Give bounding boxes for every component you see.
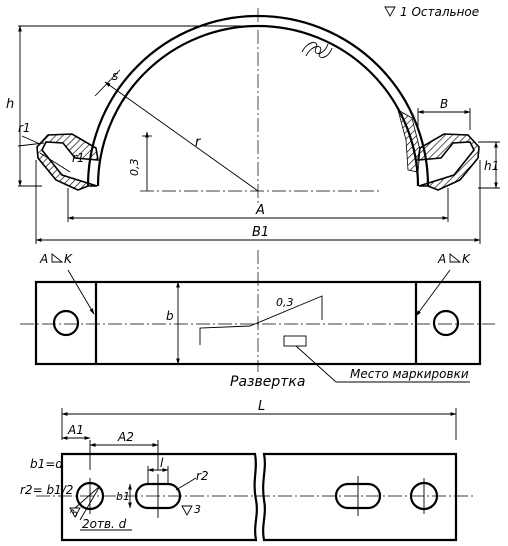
dim-b-label: b xyxy=(166,309,174,323)
dim-L-label: L xyxy=(258,399,265,414)
svg-text:A: A xyxy=(437,252,446,266)
section-marker-left: A K xyxy=(39,252,95,315)
top-view: h r s r1 r1 0,3 B h1 A B1 xyxy=(6,8,500,244)
right-foot xyxy=(397,109,480,191)
plan-twist-line xyxy=(199,295,323,345)
dim-A2-label: A2 xyxy=(117,430,134,444)
outer-arch xyxy=(86,14,430,187)
roughness-slot-label: 3 xyxy=(194,503,201,516)
roughness-note-text: 1 Остальное xyxy=(400,5,479,19)
dim-03-label: 0,3 xyxy=(128,159,141,177)
marking-area xyxy=(283,335,307,347)
roughness-hole-label: 3 xyxy=(69,508,82,519)
bottom-view: L A1 A2 l r2 xyxy=(20,399,476,542)
dim-b1-label: b1 xyxy=(116,490,130,503)
dim-B1-label: B1 xyxy=(252,225,269,240)
dim-r2-label: r2 xyxy=(196,469,209,483)
right-weld-zone xyxy=(397,109,421,173)
note-r2-formula: r2= b1/2 xyxy=(20,483,73,497)
roughness-hole-icon xyxy=(69,507,81,518)
left-foot-section xyxy=(36,133,99,191)
dim-r-line xyxy=(104,81,259,192)
left-foot xyxy=(36,133,99,191)
svg-text:K: K xyxy=(64,252,73,266)
strip-left xyxy=(60,452,258,542)
marking-label: Место маркировки xyxy=(350,367,469,381)
development-caption: Развертка xyxy=(230,374,305,390)
dim-B-label: B xyxy=(440,97,448,111)
arch-s-mark xyxy=(301,42,329,54)
dim-h1-label: h1 xyxy=(484,159,499,173)
svg-text:A: A xyxy=(39,252,48,266)
dim-s-label: s xyxy=(112,69,118,83)
dim-h-label: h xyxy=(6,97,14,112)
dim-l-label: l xyxy=(160,456,164,470)
note-b1-eq-d: b1=d xyxy=(30,457,63,471)
section-marker-right: A K xyxy=(415,252,471,317)
roughness-triangle-icon xyxy=(384,6,396,17)
dim-r1-inner-label: r1 xyxy=(72,151,85,165)
svg-text:K: K xyxy=(462,252,471,266)
dim-r-label: r xyxy=(195,135,202,150)
dim-A1-label: A1 xyxy=(67,423,84,437)
middle-view: A K A K b 0,3 Место маркировки Развертка xyxy=(20,250,495,390)
roughness-slot-icon xyxy=(181,505,193,516)
plan-left-hole xyxy=(52,309,80,337)
dim-A-label: A xyxy=(255,203,265,218)
plan-outline xyxy=(34,280,482,366)
roughness-note: 1 Остальное xyxy=(384,5,479,19)
strip-right xyxy=(262,452,458,542)
plan-right-hole xyxy=(432,309,460,337)
note-holes: 2отв. d xyxy=(82,517,127,531)
plan-03-label: 0,3 xyxy=(276,296,294,309)
dim-r1-left-label: r1 xyxy=(18,121,31,135)
